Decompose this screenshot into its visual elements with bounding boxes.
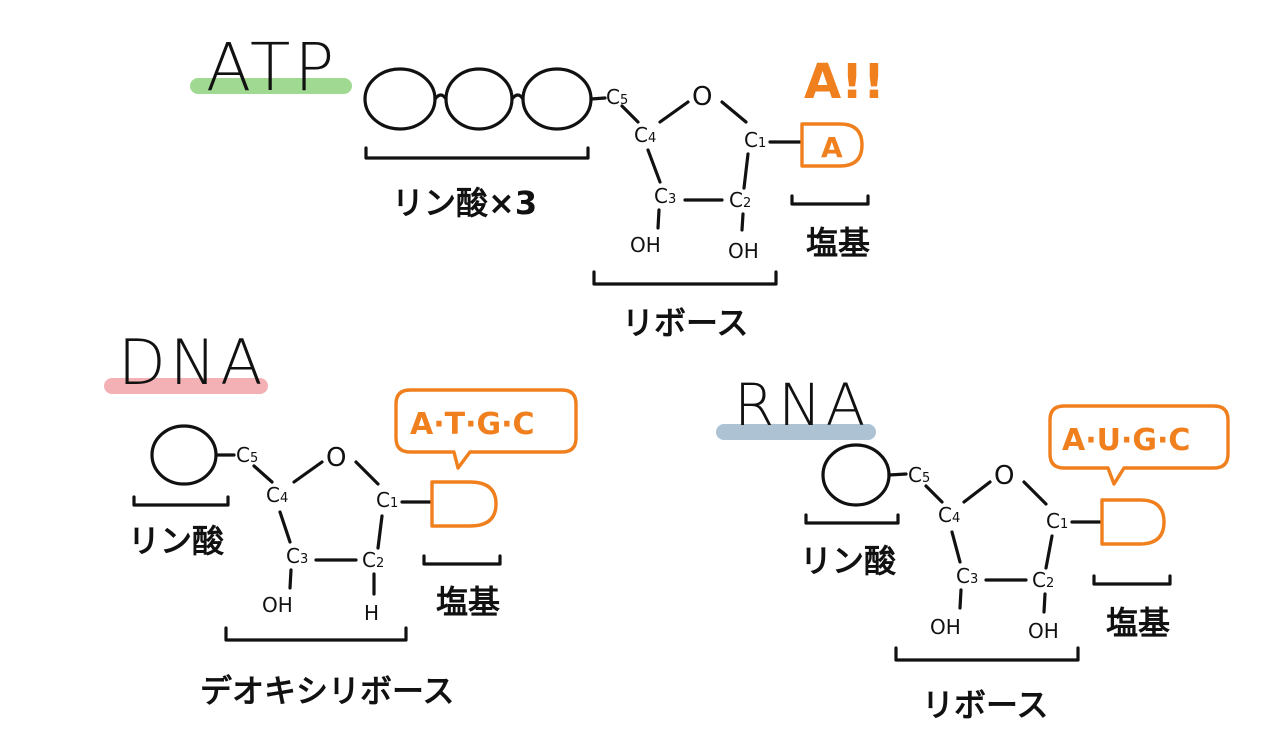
- bond: [656, 208, 661, 230]
- dna-oh-left: OH: [262, 593, 293, 617]
- dna-bubble: [394, 388, 578, 470]
- atp-base-letter: A: [821, 131, 843, 164]
- atp-oh-right: OH: [728, 239, 759, 263]
- dna-title: DNA: [118, 326, 267, 399]
- dna-sugar-ring: C5 C4 O C1 C3 C2 OH H: [236, 443, 432, 625]
- dna-c4-atom: C4: [266, 483, 288, 507]
- phosphate-circle-1: [363, 67, 437, 131]
- phosphate-link-2: [510, 93, 525, 101]
- dna-title-highlight: [104, 378, 268, 394]
- atp-base-callout: A!!: [804, 54, 885, 110]
- rna-oh-right: OH: [1028, 619, 1059, 643]
- bond: [924, 484, 944, 504]
- bond: [958, 588, 963, 610]
- rna-phosphate-bracket: [804, 513, 900, 525]
- rna-bubble: [1048, 404, 1230, 486]
- atp-c1-atom: C1: [744, 128, 766, 152]
- rna-base-label: 塩基: [1106, 604, 1170, 642]
- phosphate-circle-3: [521, 67, 593, 131]
- dna-h-right: H: [364, 601, 379, 625]
- phosphate-c5-bond: [887, 472, 908, 477]
- dna-c3-atom: C3: [286, 544, 308, 568]
- rna-c3-atom: C3: [956, 564, 978, 588]
- atp-c2-atom: C2: [729, 188, 751, 212]
- bond: [658, 100, 690, 124]
- bond: [278, 510, 292, 544]
- rna-ribose-ring: C5 C4 O C1 C3 C2 OH OH: [908, 461, 1102, 643]
- dna-base-shape: [430, 480, 498, 528]
- dna-base-bracket: [422, 554, 502, 566]
- bond: [1042, 592, 1047, 614]
- dna-phosphate-circle: [150, 424, 218, 486]
- atp-section: ATP リン酸×3 C5 C4 O C1 C3 C2: [190, 29, 885, 342]
- atp-c5-atom: C5: [606, 85, 628, 109]
- atp-base-label: 塩基: [806, 224, 870, 262]
- bond: [620, 104, 640, 124]
- dna-phosphate-bracket: [132, 495, 230, 507]
- rna-c2-atom: C2: [1032, 568, 1054, 592]
- bond: [646, 148, 662, 184]
- atp-ribose-bracket: [592, 270, 778, 286]
- bond: [962, 480, 992, 504]
- atp-ribose-label: リボース: [622, 304, 748, 342]
- bond: [1022, 480, 1048, 506]
- phosphate-c5-bond: [589, 96, 607, 101]
- rna-base-shape: [1100, 498, 1166, 546]
- rna-o-atom: O: [994, 461, 1014, 491]
- rna-title: RNA: [734, 371, 869, 439]
- bond: [950, 530, 962, 564]
- rna-base-bracket: [1092, 574, 1172, 586]
- dna-base-label: 塩基: [436, 583, 500, 621]
- atp-title: ATP: [206, 29, 338, 106]
- bond: [720, 100, 748, 124]
- rna-c5-atom: C5: [908, 463, 930, 487]
- rna-c4-atom: C4: [938, 503, 960, 527]
- dna-o-atom: O: [326, 443, 346, 473]
- atp-c4-atom: C4: [634, 123, 656, 147]
- atp-phosphates: [363, 67, 607, 131]
- rna-phosphate-circle: [821, 443, 891, 507]
- dna-sugar-label: デオキシリボース: [200, 672, 454, 710]
- dna-sugar-bracket: [224, 626, 408, 642]
- bond: [354, 460, 380, 486]
- rna-phosphate-label: リン酸: [800, 542, 897, 580]
- bond: [740, 212, 745, 232]
- rna-ribose-bracket: [894, 646, 1080, 662]
- rna-oh-left: OH: [930, 615, 961, 639]
- dna-phosphate-label: リン酸: [128, 522, 225, 560]
- atp-oh-left: OH: [630, 233, 661, 257]
- atp-phosphate-label: リン酸×3: [392, 184, 537, 222]
- rna-c1-atom: C1: [1046, 509, 1068, 533]
- bond: [292, 460, 324, 484]
- atp-base-bracket: [790, 194, 870, 206]
- bond: [742, 152, 750, 190]
- bond: [252, 464, 274, 484]
- rna-ribose-label: リボース: [922, 686, 1048, 724]
- dna-c2-atom: C2: [362, 548, 384, 572]
- bond: [1044, 534, 1054, 570]
- atp-c3-atom: C3: [654, 184, 676, 208]
- atp-title-highlight: [190, 78, 352, 94]
- dna-bubble-text: A·T·G·C: [410, 407, 535, 442]
- atp-o-atom: O: [692, 82, 712, 112]
- atp-ribose-ring: C5 C4 O C1 C3 C2 OH OH: [606, 82, 802, 263]
- dna-section: DNA リン酸 C5 C4 O C1 C3 C2 OH H デオキシリボース: [104, 326, 578, 710]
- atp-base-shape: [800, 122, 864, 168]
- dna-c5-atom: C5: [236, 443, 258, 467]
- rna-bubble-text: A·U·G·C: [1062, 423, 1190, 458]
- dna-c1-atom: C1: [376, 488, 398, 512]
- phosphate-circle-2: [444, 67, 514, 131]
- atp-phosphate-bracket: [364, 146, 590, 160]
- rna-section: RNA リン酸 C5 C4 O C1 C3 C2 OH OH リボース A·U: [716, 371, 1230, 724]
- bond: [288, 568, 293, 590]
- rna-title-highlight: [716, 424, 876, 440]
- phosphate-link-1: [433, 93, 448, 101]
- bond: [376, 514, 384, 550]
